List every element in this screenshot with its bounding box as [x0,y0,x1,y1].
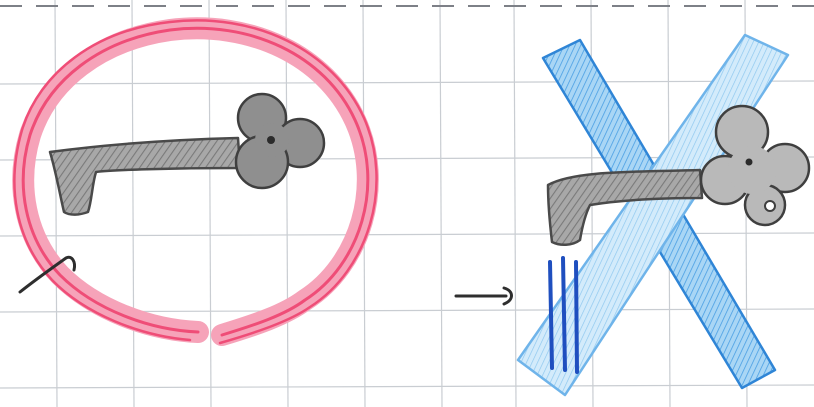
gray-key-left [50,94,324,215]
key-bow-trefoil [236,94,324,188]
grid-line-horizontal [0,385,814,388]
grid-line-vertical [209,0,211,407]
arrow-right-icon [456,288,512,304]
grid-line-vertical [55,0,57,407]
grid-line-vertical [440,0,442,407]
grid-line-vertical [514,0,516,407]
key-bow-trefoil [701,106,809,225]
grid-line-vertical [132,0,134,407]
grid-line-horizontal [0,81,814,84]
